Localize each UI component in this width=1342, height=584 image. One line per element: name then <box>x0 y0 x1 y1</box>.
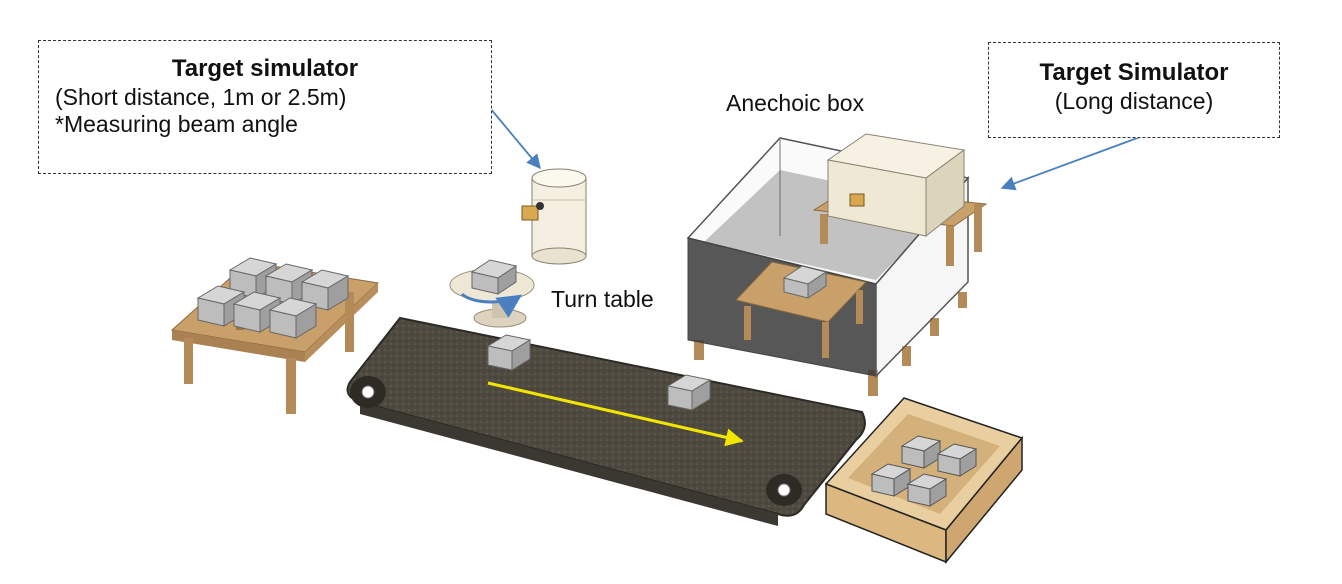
short-callout-line-2: *Measuring beam angle <box>55 111 298 138</box>
box-6 <box>268 297 318 339</box>
box-4 <box>196 285 246 327</box>
anechoic-box-label: Anechoic box <box>726 90 865 116</box>
short-sim-pointer-arrow <box>489 107 541 170</box>
belt-box-1 <box>486 334 532 371</box>
long-callout-line-1: (Long distance) <box>1054 87 1214 114</box>
conveyor-belt <box>346 316 866 526</box>
output-crate <box>824 397 1024 565</box>
long-distance-callout: Target Simulator (Long distance) <box>988 42 1280 138</box>
inner-table <box>735 261 867 358</box>
rotation-icon <box>460 292 523 318</box>
long-sim-pointer-arrow <box>1000 136 1141 191</box>
crate-box-4 <box>906 473 948 507</box>
inner-box <box>782 265 828 299</box>
long-callout-title: Target Simulator <box>1039 59 1229 86</box>
left-table-boxes <box>196 257 350 339</box>
turn-table-box <box>470 259 518 295</box>
belt-direction-arrow <box>487 381 744 447</box>
short-callout-line-1: (Short distance, 1m or 2.5m) <box>55 83 347 110</box>
long-distance-target-simulator <box>812 133 988 266</box>
short-distance-target-simulator <box>521 168 587 265</box>
box-3 <box>300 269 350 311</box>
turn-table <box>449 259 535 328</box>
short-distance-callout: Target simulator (Short distance, 1m or … <box>38 40 492 174</box>
crate-box-1 <box>900 435 942 469</box>
belt-box-2 <box>666 374 712 411</box>
crate-box-2 <box>936 443 978 477</box>
crate-box-3 <box>870 463 912 497</box>
short-callout-title: Target simulator <box>171 55 359 82</box>
turn-table-label: Turn table <box>551 286 654 312</box>
